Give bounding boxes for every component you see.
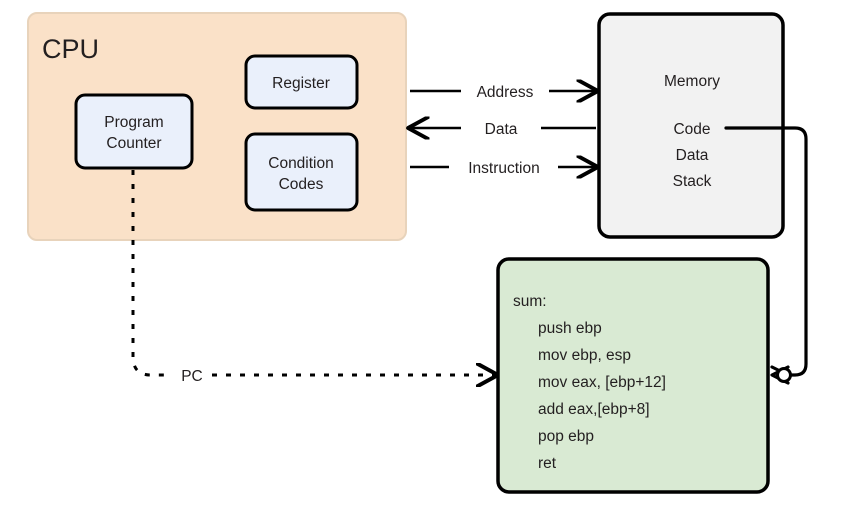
instruction-bus[interactable]: Instruction: [410, 160, 596, 177]
code-listing-block[interactable]: sum: push ebp mov ebp, esp mov eax, [ebp…: [496, 257, 770, 494]
condition-codes-label-line-1: Condition: [268, 155, 334, 172]
instruction-bus-label: Instruction: [468, 160, 540, 177]
code-line-6: ret: [538, 455, 557, 472]
condition-codes-background: [244, 132, 359, 212]
data-bus-label: Data: [485, 121, 518, 138]
register-background: [244, 54, 359, 110]
pc-link-label: PC: [181, 368, 203, 385]
memory-title: Memory: [664, 73, 720, 90]
cpu-title: CPU: [42, 34, 99, 64]
code-segment-link-path: [724, 126, 808, 377]
pc-link[interactable]: PC: [131, 170, 496, 385]
register-block[interactable]: Register: [244, 54, 359, 110]
code-line-1: push ebp: [538, 320, 602, 337]
memory-segment-code: Code: [673, 121, 710, 138]
code-line-3: mov eax, [ebp+12]: [538, 374, 666, 391]
program-counter-label-line-2: Counter: [106, 135, 161, 152]
program-counter-label-line-1: Program: [104, 114, 163, 131]
code-segment-link-circle-marker: [776, 367, 792, 383]
address-bus-label: Address: [477, 84, 534, 101]
memory-segment-data: Data: [676, 147, 709, 164]
program-counter-background: [74, 93, 194, 170]
memory-background: [597, 12, 785, 239]
address-bus[interactable]: Address: [410, 84, 596, 101]
code-line-2: mov ebp, esp: [538, 347, 631, 364]
code-listing-background: [496, 257, 770, 494]
register-label: Register: [272, 75, 330, 92]
memory-segment-stack: Stack: [673, 173, 712, 190]
code-line-4: add eax,[ebp+8]: [538, 401, 650, 418]
condition-codes-block[interactable]: Condition Codes: [244, 132, 359, 212]
code-segment-link[interactable]: [724, 126, 808, 385]
code-line-5: pop ebp: [538, 428, 594, 445]
code-line-0: sum:: [513, 293, 547, 310]
memory-block[interactable]: Memory Code Data Stack: [597, 12, 785, 239]
data-bus[interactable]: Data: [410, 121, 596, 138]
condition-codes-label-line-2: Codes: [279, 176, 324, 193]
program-counter-block[interactable]: Program Counter: [74, 93, 194, 170]
